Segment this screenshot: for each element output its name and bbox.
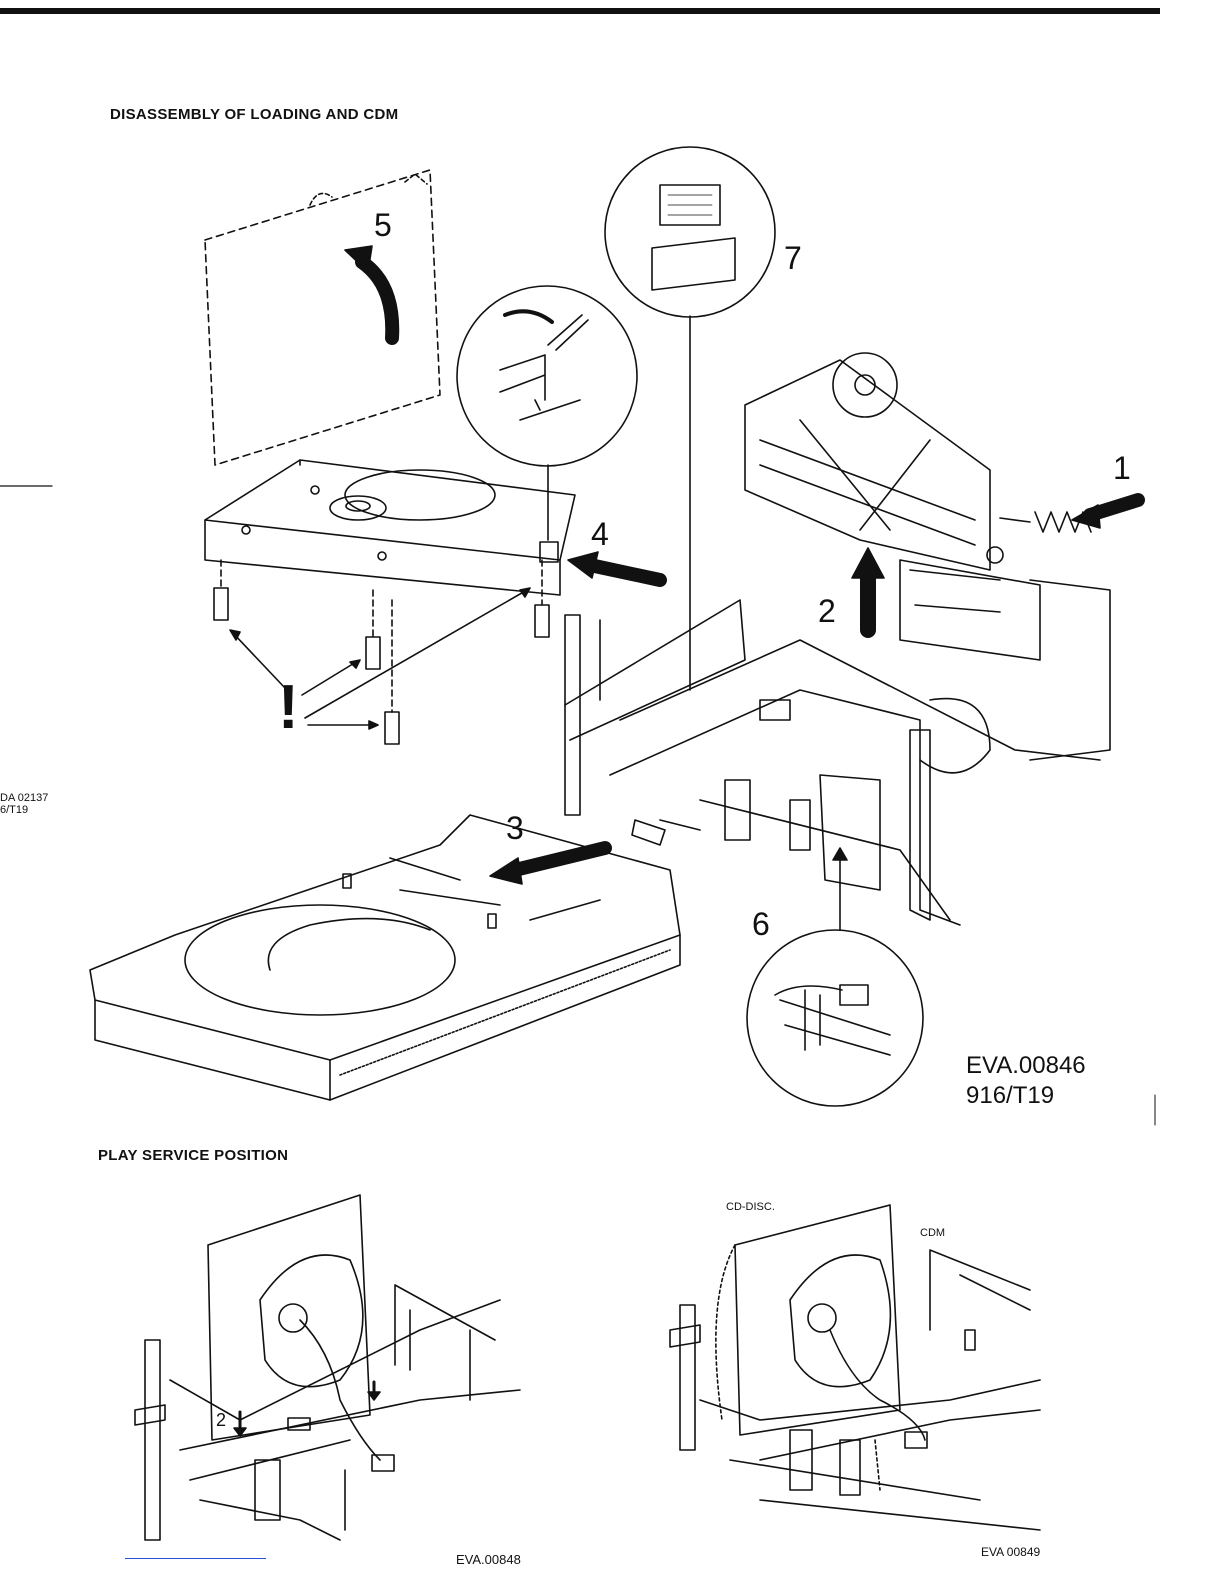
- margin-reference-sub: 6/T19: [0, 804, 28, 816]
- cdm-label: CDM: [920, 1227, 945, 1239]
- service-right-reference: EVA 00849: [981, 1545, 1040, 1559]
- service-left-drawing: [135, 1195, 520, 1540]
- callout-step-5: 5: [374, 207, 392, 244]
- margin-reference: DA 02137: [0, 792, 48, 804]
- dashed-cover-plate: [205, 170, 440, 465]
- connector-detail-circle: [605, 147, 775, 317]
- warning-mark: !: [278, 672, 299, 743]
- cd-disc-label: CD-DISC.: [726, 1201, 775, 1213]
- service-right-drawing: [670, 1205, 1040, 1530]
- damper-springs: [214, 560, 549, 744]
- slide-arrow-3: [515, 848, 605, 870]
- base-chassis: [565, 560, 1110, 925]
- reference-code-main-sub: 916/T19: [966, 1082, 1054, 1110]
- callout-step-3: 3: [506, 810, 524, 847]
- service-left-reference: EVA.00848: [456, 1552, 521, 1567]
- reference-code-main: EVA.00846: [966, 1052, 1086, 1080]
- callout-step-6: 6: [752, 906, 770, 943]
- callout-step-4: 4: [591, 516, 609, 553]
- callout-step-7: 7: [784, 240, 802, 277]
- loading-frame: [745, 353, 1003, 570]
- callout-step-2: 2: [818, 593, 836, 630]
- blue-underline-link: [125, 1558, 266, 1559]
- callout-step-1: 1: [1113, 450, 1131, 487]
- service-left-step-label: 2: [216, 1410, 226, 1431]
- cdm-chassis: [205, 460, 575, 595]
- latch-detail-circle: [457, 286, 637, 466]
- push-arrow-4: [590, 565, 660, 580]
- rotate-arrow-5: [362, 262, 392, 338]
